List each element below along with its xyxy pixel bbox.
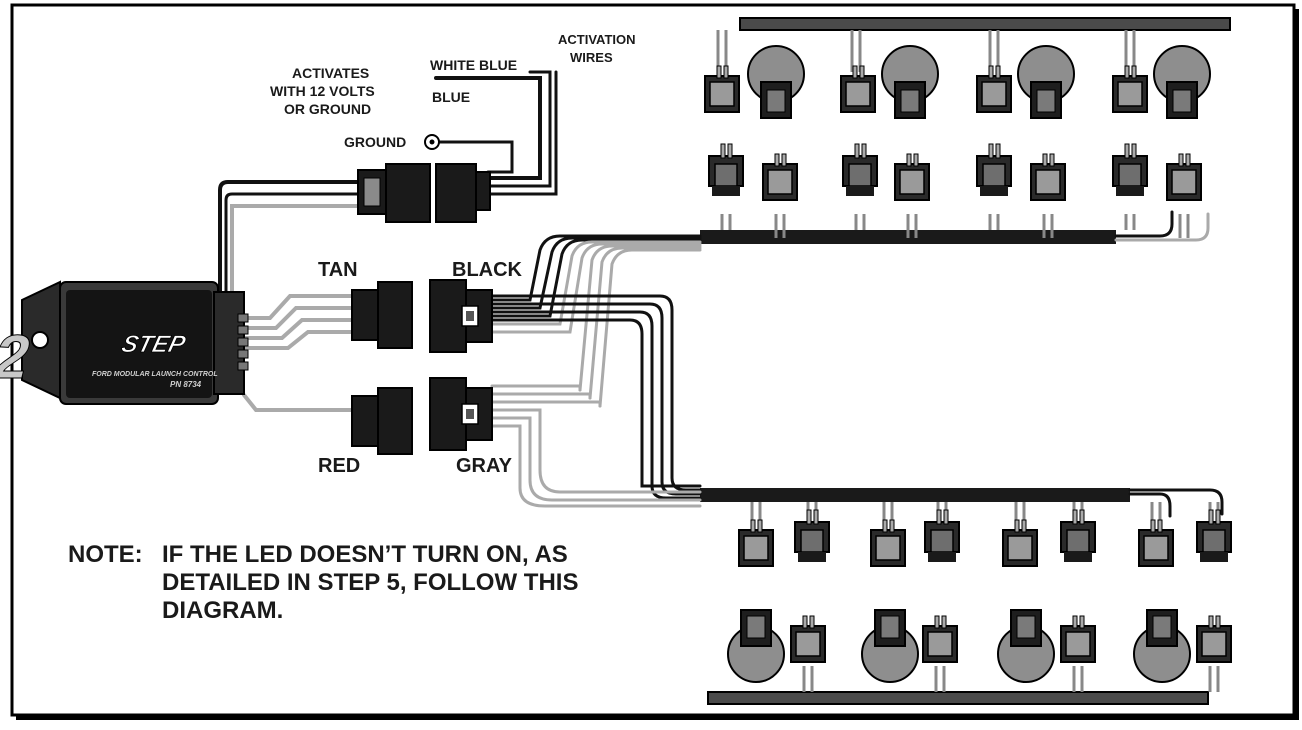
note-prefix: NOTE: <box>68 541 143 568</box>
red-connector <box>351 387 413 455</box>
harness-wires <box>218 70 1224 518</box>
label-activation-wires-2: WIRES <box>570 50 613 65</box>
note-line-2: DETAILED IN STEP 5, FOLLOW THIS <box>162 569 578 596</box>
label-activation-wires-1: ACTIVATION <box>558 32 636 47</box>
label-white-blue: WHITE BLUE <box>430 57 517 73</box>
gray-connector <box>429 377 493 451</box>
label-red: RED <box>318 455 360 477</box>
module-part-number: PN 8734 <box>170 380 202 389</box>
upper-drops <box>716 30 1190 238</box>
note-block: NOTE: IF THE LED DOESN’T TURN ON, AS DET… <box>68 541 578 624</box>
label-activates-3: OR GROUND <box>284 101 371 117</box>
ground-terminal-icon <box>424 134 440 150</box>
black-connector <box>429 279 493 353</box>
label-gray: GRAY <box>456 455 513 477</box>
label-black: BLACK <box>452 259 523 281</box>
wire-labels: ACTIVATION WIRES ACTIVATES WITH 12 VOLTS… <box>270 32 636 477</box>
harness-rails <box>700 17 1231 705</box>
label-activates-2: WITH 12 VOLTS <box>270 83 375 99</box>
module-logo-word: STEP <box>119 331 189 358</box>
note-line-3: DIAGRAM. <box>162 597 283 624</box>
activation-connector <box>357 163 491 223</box>
label-ground: GROUND <box>344 134 406 150</box>
tan-connector <box>351 281 413 349</box>
label-blue: BLUE <box>432 89 470 105</box>
two-step-module: 2 STEP FORD MODULAR LAUNCH CONTROL PN 87… <box>0 280 249 405</box>
note-line-1: IF THE LED DOESN’T TURN ON, AS <box>162 541 568 568</box>
label-tan: TAN <box>318 259 358 281</box>
module-subtitle: FORD MODULAR LAUNCH CONTROL <box>92 371 218 378</box>
label-activates-1: ACTIVATES <box>292 65 369 81</box>
